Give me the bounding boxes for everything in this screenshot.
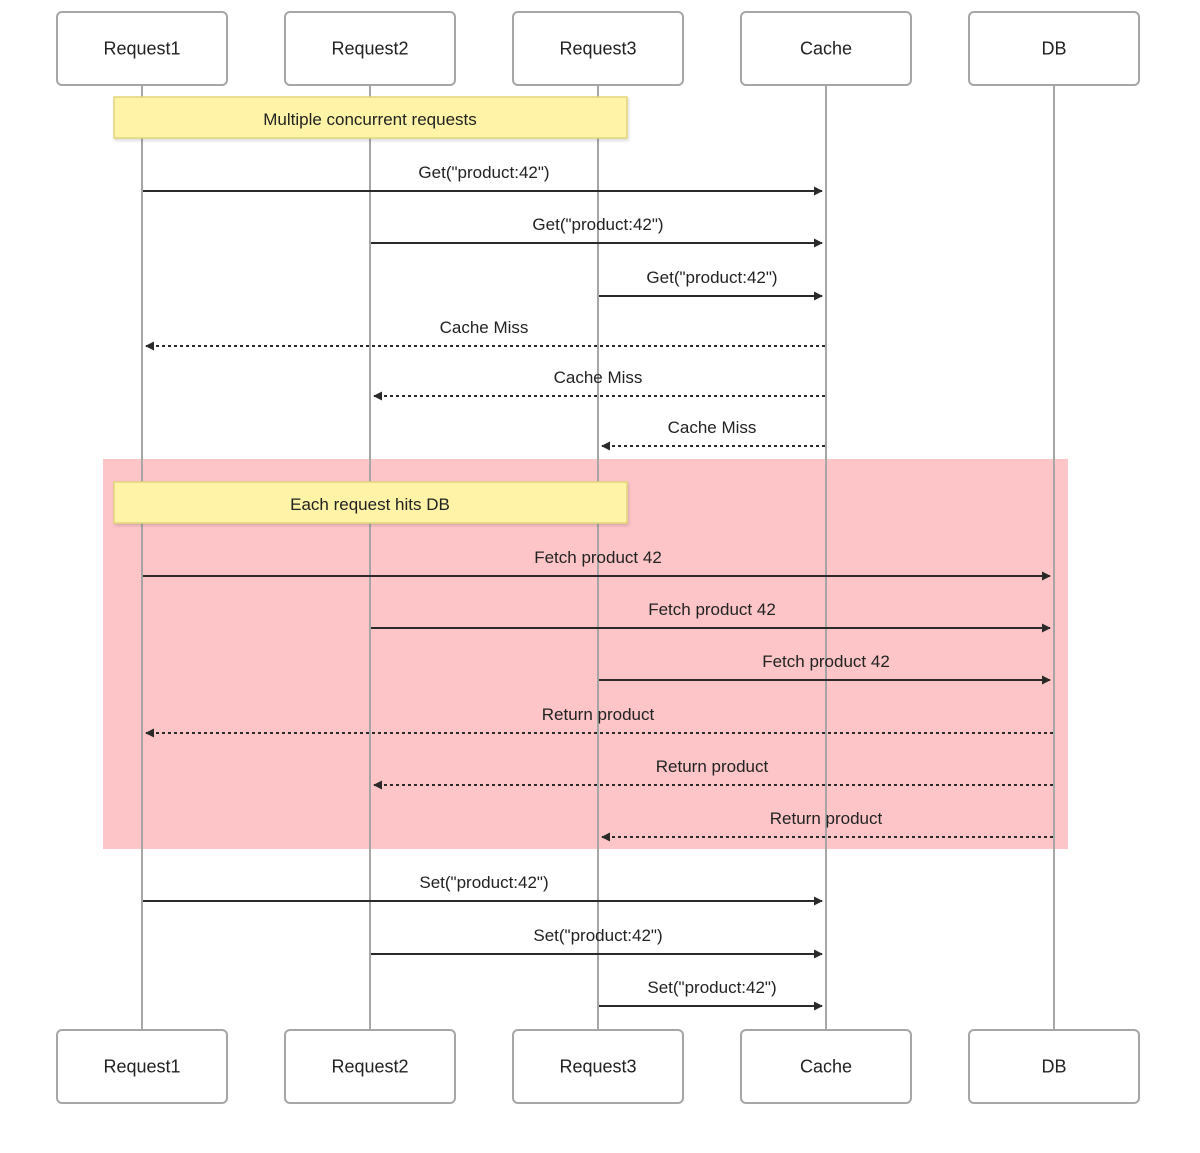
note-box [113, 481, 628, 524]
participant-box [512, 11, 684, 86]
participant-request3-bottom: Request3 [512, 1029, 684, 1104]
message-label: Set("product:42") [533, 926, 662, 945]
message: Cache Miss [601, 418, 825, 451]
participant-box [56, 11, 228, 86]
message-label: Fetch product 42 [534, 548, 662, 567]
message: Set("product:42") [371, 926, 823, 959]
message-label: Set("product:42") [419, 873, 548, 892]
participant-label: Request3 [559, 1057, 636, 1077]
message-label: Get("product:42") [646, 268, 777, 287]
message: Get("product:42") [371, 215, 823, 248]
note-text: Each request hits DB [290, 495, 450, 514]
participant-box [968, 11, 1140, 86]
participant-cache-top: Cache [740, 11, 912, 86]
note: Each request hits DB [113, 481, 628, 524]
participant-label: DB [1041, 39, 1066, 59]
participant-label: Request3 [559, 39, 636, 59]
message: Return product [373, 757, 1053, 790]
message-label: Return product [656, 757, 769, 776]
message-label: Fetch product 42 [648, 600, 776, 619]
participant-request2-bottom: Request2 [284, 1029, 456, 1104]
message-label: Fetch product 42 [762, 652, 890, 671]
message-label: Get("product:42") [532, 215, 663, 234]
participant-request1-top: Request1 [56, 11, 228, 86]
message-label: Get("product:42") [418, 163, 549, 182]
message-label: Return product [770, 809, 883, 828]
participant-label: Request1 [103, 1057, 180, 1077]
participant-label: Cache [800, 1057, 852, 1077]
participant-request2-top: Request2 [284, 11, 456, 86]
participant-request3-top: Request3 [512, 11, 684, 86]
message-label: Cache Miss [554, 368, 643, 387]
note: Multiple concurrent requests [113, 96, 628, 139]
participant-box [740, 11, 912, 86]
message: Return product [145, 705, 1053, 738]
participant-label: Request2 [331, 1057, 408, 1077]
participant-label: Cache [800, 39, 852, 59]
note-text: Multiple concurrent requests [263, 110, 477, 129]
participant-db-top: DB [968, 11, 1140, 86]
participant-box [284, 11, 456, 86]
message: Set("product:42") [143, 873, 823, 906]
participant-label: DB [1041, 1057, 1066, 1077]
message: Cache Miss [145, 318, 825, 351]
participant-label: Request1 [103, 39, 180, 59]
message: Get("product:42") [143, 163, 823, 196]
message-label: Cache Miss [668, 418, 757, 437]
participant-cache-bottom: Cache [740, 1029, 912, 1104]
participant-request1-bottom: Request1 [56, 1029, 228, 1104]
message: Fetch product 42 [371, 600, 1051, 633]
message: Get("product:42") [599, 268, 823, 301]
participant-box [740, 1029, 912, 1104]
participant-label: Request2 [331, 39, 408, 59]
message-label: Return product [542, 705, 655, 724]
message-label: Cache Miss [440, 318, 529, 337]
participant-box [968, 1029, 1140, 1104]
message: Fetch product 42 [143, 548, 1051, 581]
message: Set("product:42") [599, 978, 823, 1011]
participant-db-bottom: DB [968, 1029, 1140, 1104]
message: Return product [601, 809, 1053, 842]
participant-box [56, 1029, 228, 1104]
note-box [113, 96, 628, 139]
participant-box [512, 1029, 684, 1104]
message: Cache Miss [373, 368, 825, 401]
message-label: Set("product:42") [647, 978, 776, 997]
participant-box [284, 1029, 456, 1104]
message: Fetch product 42 [599, 652, 1051, 685]
